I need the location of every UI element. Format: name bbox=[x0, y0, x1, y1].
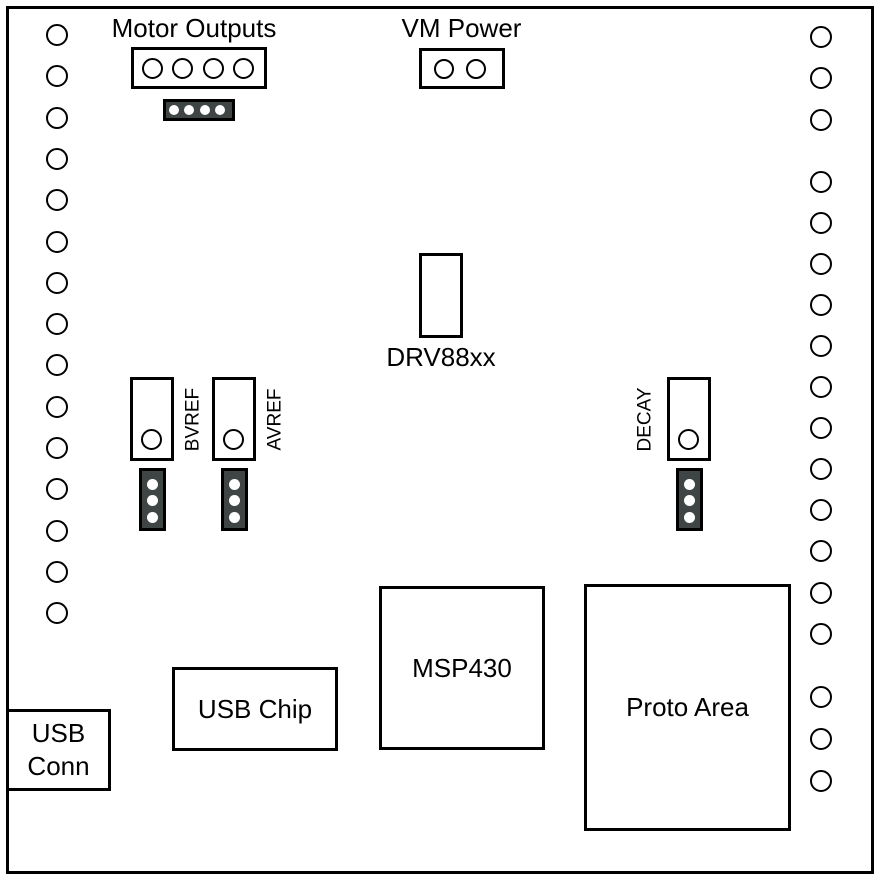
avref-label: AVREF bbox=[264, 388, 286, 451]
proto-area-label: Proto Area bbox=[626, 692, 749, 722]
motor-outputs-label: Motor Outputs bbox=[111, 13, 277, 43]
pin-hole bbox=[810, 376, 832, 398]
pin-hole bbox=[810, 728, 832, 750]
pin-hole bbox=[46, 313, 68, 336]
pin-hole bbox=[810, 581, 832, 604]
motor-jumper-pin bbox=[199, 105, 210, 115]
pin-hole bbox=[810, 170, 832, 193]
pin-hole bbox=[46, 271, 68, 294]
pin-hole bbox=[46, 602, 68, 625]
pin-hole bbox=[46, 65, 68, 88]
bvref-jumper-pin bbox=[147, 511, 158, 523]
bvref-jumper-pin bbox=[147, 478, 158, 490]
pin-hole bbox=[810, 108, 832, 131]
pin-hole bbox=[46, 106, 68, 129]
msp430-label: MSP430 bbox=[412, 652, 512, 683]
motor-output-pin bbox=[233, 58, 254, 79]
pin-hole bbox=[46, 437, 68, 459]
decay-pot-outline bbox=[667, 377, 711, 461]
drv-chip-label: DRV88xx bbox=[386, 342, 496, 372]
pin-hole bbox=[46, 519, 68, 542]
vm-power-label: VM Power bbox=[401, 13, 522, 43]
pin-hole bbox=[810, 622, 832, 645]
avref-jumper-pin bbox=[229, 511, 240, 523]
bvref-jumper-pin bbox=[147, 495, 158, 506]
msp430-outline: MSP430 bbox=[379, 586, 545, 750]
avref-jumper-pin bbox=[229, 478, 240, 490]
pin-hole bbox=[46, 560, 68, 583]
board-outline bbox=[6, 6, 874, 874]
pin-hole bbox=[46, 24, 68, 46]
pin-hole bbox=[810, 686, 832, 708]
pin-hole bbox=[810, 26, 832, 48]
motor-output-pin bbox=[172, 58, 193, 79]
motor-output-pin bbox=[141, 58, 163, 79]
usb-chip-label: USB Chip bbox=[197, 693, 313, 724]
decay-jumper-pin bbox=[684, 478, 695, 490]
pin-hole bbox=[810, 211, 832, 234]
vm-power-connector bbox=[419, 48, 505, 89]
decay-pot-hole bbox=[678, 428, 699, 450]
decay-jumper-pin bbox=[684, 495, 695, 506]
bvref-pot-hole bbox=[141, 428, 162, 450]
pin-hole bbox=[46, 147, 68, 170]
pin-hole bbox=[46, 354, 68, 377]
bvref-pot-outline bbox=[130, 377, 174, 461]
pin-hole bbox=[46, 230, 68, 253]
motor-jumper-block bbox=[163, 99, 235, 121]
pin-hole bbox=[810, 252, 832, 275]
avref-pot-outline bbox=[212, 377, 256, 461]
avref-pot-hole bbox=[223, 428, 244, 450]
decay-label: DECAY bbox=[634, 387, 656, 452]
usb-conn-label-line2: Conn bbox=[27, 751, 90, 781]
pin-hole bbox=[46, 478, 68, 501]
pin-hole bbox=[810, 499, 832, 522]
pin-hole bbox=[46, 189, 68, 212]
decay-jumper-pin bbox=[684, 511, 695, 523]
pin-hole bbox=[810, 540, 832, 563]
bvref-label: BVREF bbox=[182, 387, 204, 452]
pin-hole bbox=[46, 395, 68, 418]
pin-hole bbox=[810, 334, 832, 357]
proto-area-outline: Proto Area bbox=[584, 584, 791, 831]
motor-jumper-pin bbox=[169, 105, 179, 115]
vm-power-pin bbox=[466, 59, 486, 79]
pin-hole bbox=[810, 67, 832, 90]
usb-connector-outline: USB Conn bbox=[6, 709, 111, 791]
pin-hole bbox=[810, 458, 832, 481]
motor-jumper-pin bbox=[215, 105, 226, 115]
avref-jumper-pin bbox=[229, 495, 240, 506]
pin-hole bbox=[810, 417, 832, 440]
pin-hole bbox=[810, 293, 832, 316]
usb-chip-outline: USB Chip bbox=[172, 667, 338, 751]
vm-power-pin bbox=[434, 59, 454, 79]
drv-chip-outline bbox=[419, 253, 463, 338]
pin-hole bbox=[810, 770, 832, 792]
motor-output-pin bbox=[202, 58, 224, 79]
motor-jumper-pin bbox=[184, 105, 195, 115]
usb-conn-label-line1: USB bbox=[31, 718, 86, 748]
